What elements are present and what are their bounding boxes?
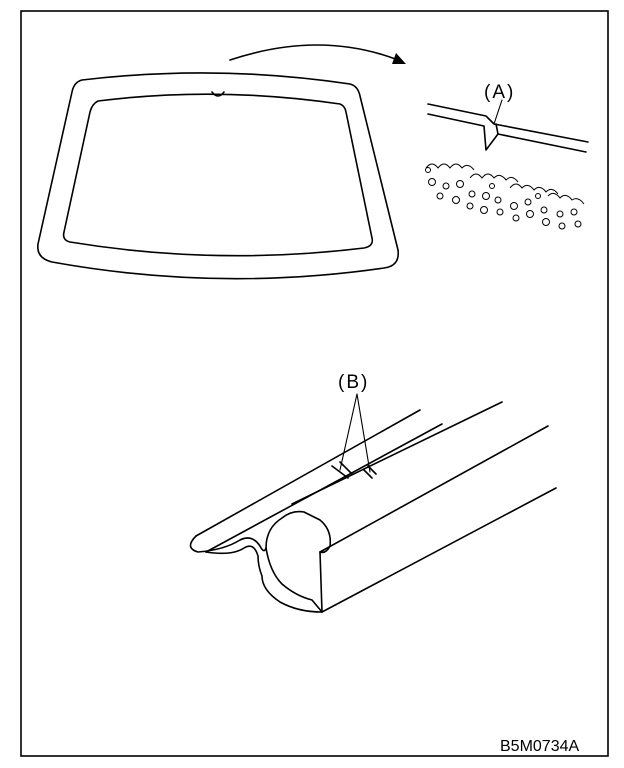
figure-code: B5M0734A [500,738,579,755]
windshield-glass [36,72,400,280]
adhesive-texture [425,163,585,230]
figure-frame [20,10,609,757]
detail-arrow [229,44,406,64]
molding-section [189,401,557,613]
callout-a-label: (A) [484,82,515,103]
detail-a-closeup [425,99,589,230]
callout-b-label: (B) [338,372,369,393]
callout-b-leaders [339,393,371,473]
